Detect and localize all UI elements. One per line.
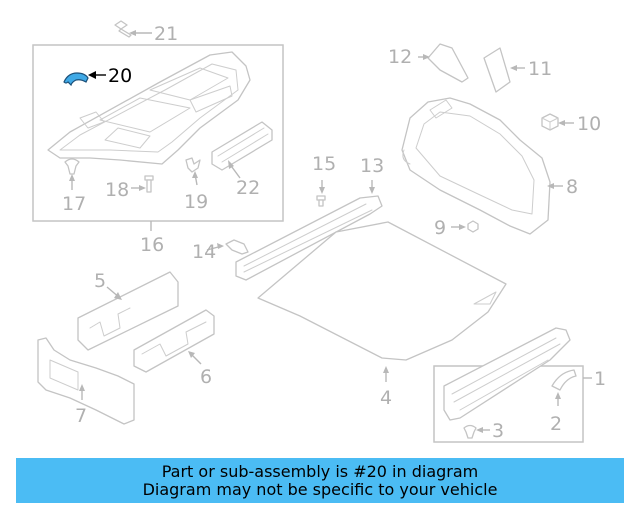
part-13-rail[interactable] <box>235 195 383 281</box>
part-21-bolt[interactable] <box>114 20 132 38</box>
callout-2: 2 <box>550 392 562 435</box>
callout-20-label: 20 <box>108 65 132 87</box>
part-9-bolt[interactable] <box>467 220 479 233</box>
part-7-panel[interactable] <box>37 337 135 425</box>
part-14-fastener[interactable] <box>225 239 249 255</box>
part-22-bracket[interactable] <box>211 121 273 171</box>
callout-15-label: 15 <box>312 153 336 175</box>
part-4-floor-mat[interactable] <box>257 221 507 361</box>
part-8-side-trim[interactable] <box>401 97 551 235</box>
callout-19: 19 <box>184 171 208 213</box>
callout-13-label: 13 <box>360 155 384 177</box>
callout-5: 5 <box>94 270 122 300</box>
callout-8-label: 8 <box>566 176 578 198</box>
callout-5-label: 5 <box>94 270 106 292</box>
callout-7: 7 <box>75 384 87 427</box>
callout-22-label: 22 <box>236 177 260 199</box>
callout-3: 3 <box>476 420 504 442</box>
callout-1: 1 <box>583 368 606 390</box>
part-19-clip[interactable] <box>185 157 201 173</box>
callout-4-label: 4 <box>380 387 392 409</box>
callout-17-label: 17 <box>62 193 86 215</box>
callout-1-label: 1 <box>594 368 606 390</box>
notice-line-2: Diagram may not be specific to your vehi… <box>142 479 498 499</box>
callout-3-label: 3 <box>492 420 504 442</box>
callout-13: 13 <box>360 155 384 194</box>
callout-20: 20 <box>88 65 132 87</box>
part-18-bolt[interactable] <box>144 175 154 193</box>
callout-4: 4 <box>380 366 392 409</box>
callout-9-label: 9 <box>434 217 446 239</box>
package-tray[interactable] <box>47 51 251 165</box>
part-3-clip[interactable] <box>463 424 477 439</box>
callout-12: 12 <box>388 46 430 68</box>
callout-17: 17 <box>62 174 86 215</box>
callout-6: 6 <box>188 351 212 388</box>
part-10-cube[interactable] <box>541 113 559 131</box>
callout-19-label: 19 <box>184 191 208 213</box>
callout-12-label: 12 <box>388 46 412 68</box>
callout-9: 9 <box>434 217 466 239</box>
part-20-clip[interactable] <box>63 72 89 87</box>
group-16-frame <box>32 44 284 222</box>
part-2-clip[interactable] <box>551 369 577 391</box>
callout-22: 22 <box>228 160 260 199</box>
callout-21: 21 <box>129 23 178 45</box>
part-1-sill-plate[interactable] <box>443 327 571 421</box>
callout-8: 8 <box>547 176 578 198</box>
callout-18-label: 18 <box>105 179 129 201</box>
callout-18: 18 <box>105 179 146 201</box>
notice-banner: Part or sub-assembly is #20 in diagram D… <box>16 458 624 503</box>
callout-7-label: 7 <box>75 405 87 427</box>
part-17-clip[interactable] <box>64 158 80 175</box>
part-11-panel[interactable] <box>483 47 511 93</box>
callout-14: 14 <box>192 241 224 263</box>
callout-14-label: 14 <box>192 241 216 263</box>
callout-21-label: 21 <box>154 23 178 45</box>
callout-2-label: 2 <box>550 413 562 435</box>
callout-15: 15 <box>312 153 336 194</box>
part-5-bracket[interactable] <box>77 271 179 351</box>
callout-10-label: 10 <box>577 113 601 135</box>
callout-10: 10 <box>558 113 601 135</box>
part-15-bolt[interactable] <box>316 195 326 207</box>
callout-6-label: 6 <box>200 366 212 388</box>
callout-16: 16 <box>140 221 164 256</box>
part-6-bracket[interactable] <box>133 309 215 373</box>
callout-16-label: 16 <box>140 234 164 256</box>
notice-line-1: Part or sub-assembly is #20 in diagram <box>161 461 479 481</box>
callout-11-label: 11 <box>528 58 552 80</box>
callout-11: 11 <box>510 58 552 80</box>
part-12-trim[interactable] <box>427 43 469 83</box>
